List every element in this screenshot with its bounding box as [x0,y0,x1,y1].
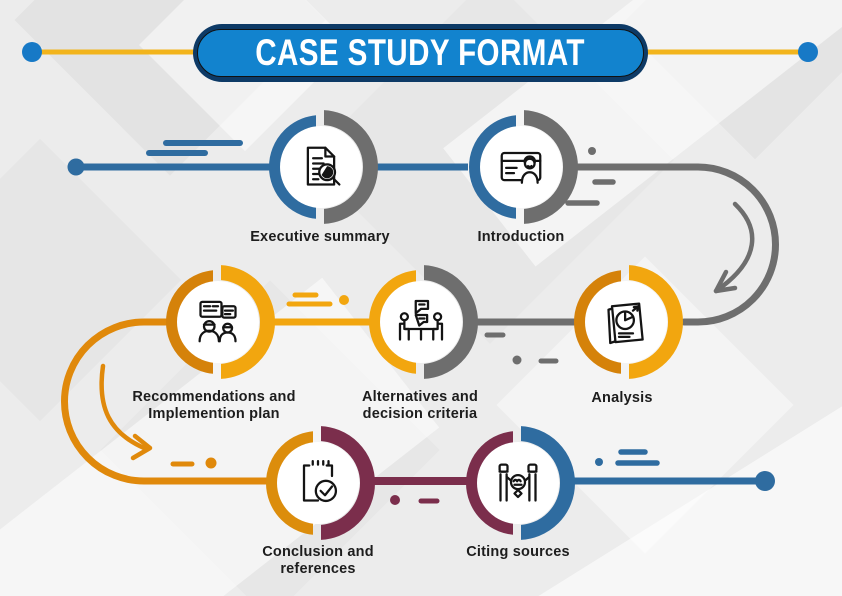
title-line-left-dot [22,42,42,62]
collaboration-icon [498,463,538,502]
down-arrow-head [713,269,738,294]
document-search-icon [306,146,341,186]
title-banner-inner: CASE STUDY FORMAT [197,29,644,77]
title-banner: CASE STUDY FORMAT [193,24,648,82]
node-analysis [566,262,686,382]
node-icon-circle [280,126,362,208]
down-arrow-head [130,433,153,461]
node-icon-circle [585,281,667,363]
node-citing-sources [458,423,578,543]
connector-end [568,449,775,491]
node-alternatives [361,262,481,382]
node-icon-circle [477,442,559,524]
down-arrow-curve [713,201,755,294]
node-label-alternatives: Alternatives and decision criteria [361,389,479,423]
node-icon-circle [177,281,259,363]
end-dot [755,471,775,491]
node-label-analysis: Analysis [591,390,653,406]
connector-analysis-to-alternatives [472,318,580,365]
node-label-citing-sources: Citing sources [466,544,570,560]
report-pie-chart-icon [607,302,644,345]
node-icon-circle [380,281,462,363]
node-label-introduction: Introduction [477,229,565,245]
node-icon-circle [277,442,359,524]
connector-uturn-right [565,147,779,326]
node-executive-summary [261,107,381,227]
clipboard-check-icon [302,459,338,503]
node-label-executive-summary: Executive summary [250,229,390,245]
node-label-recommendations: Recommendations and Implemention plan [132,389,296,423]
node-recommendations [158,262,278,382]
node-label-conclusion: Conclusion and references [262,544,374,578]
node-introduction [461,107,581,227]
node-icon-circle [480,126,562,208]
title-line-right-dot [798,42,818,62]
connector-start [67,140,276,176]
connector-conclusion-to-citing [368,477,472,505]
connector-alternatives-to-recommendations [268,292,376,326]
connector-uturn-left [61,318,270,485]
down-arrow-curve [99,363,147,451]
node-conclusion [258,423,378,543]
meeting-table-icon [398,299,444,341]
id-card-icon [500,151,542,184]
page-title: CASE STUDY FORMAT [255,32,586,73]
discussion-people-icon [198,300,237,343]
